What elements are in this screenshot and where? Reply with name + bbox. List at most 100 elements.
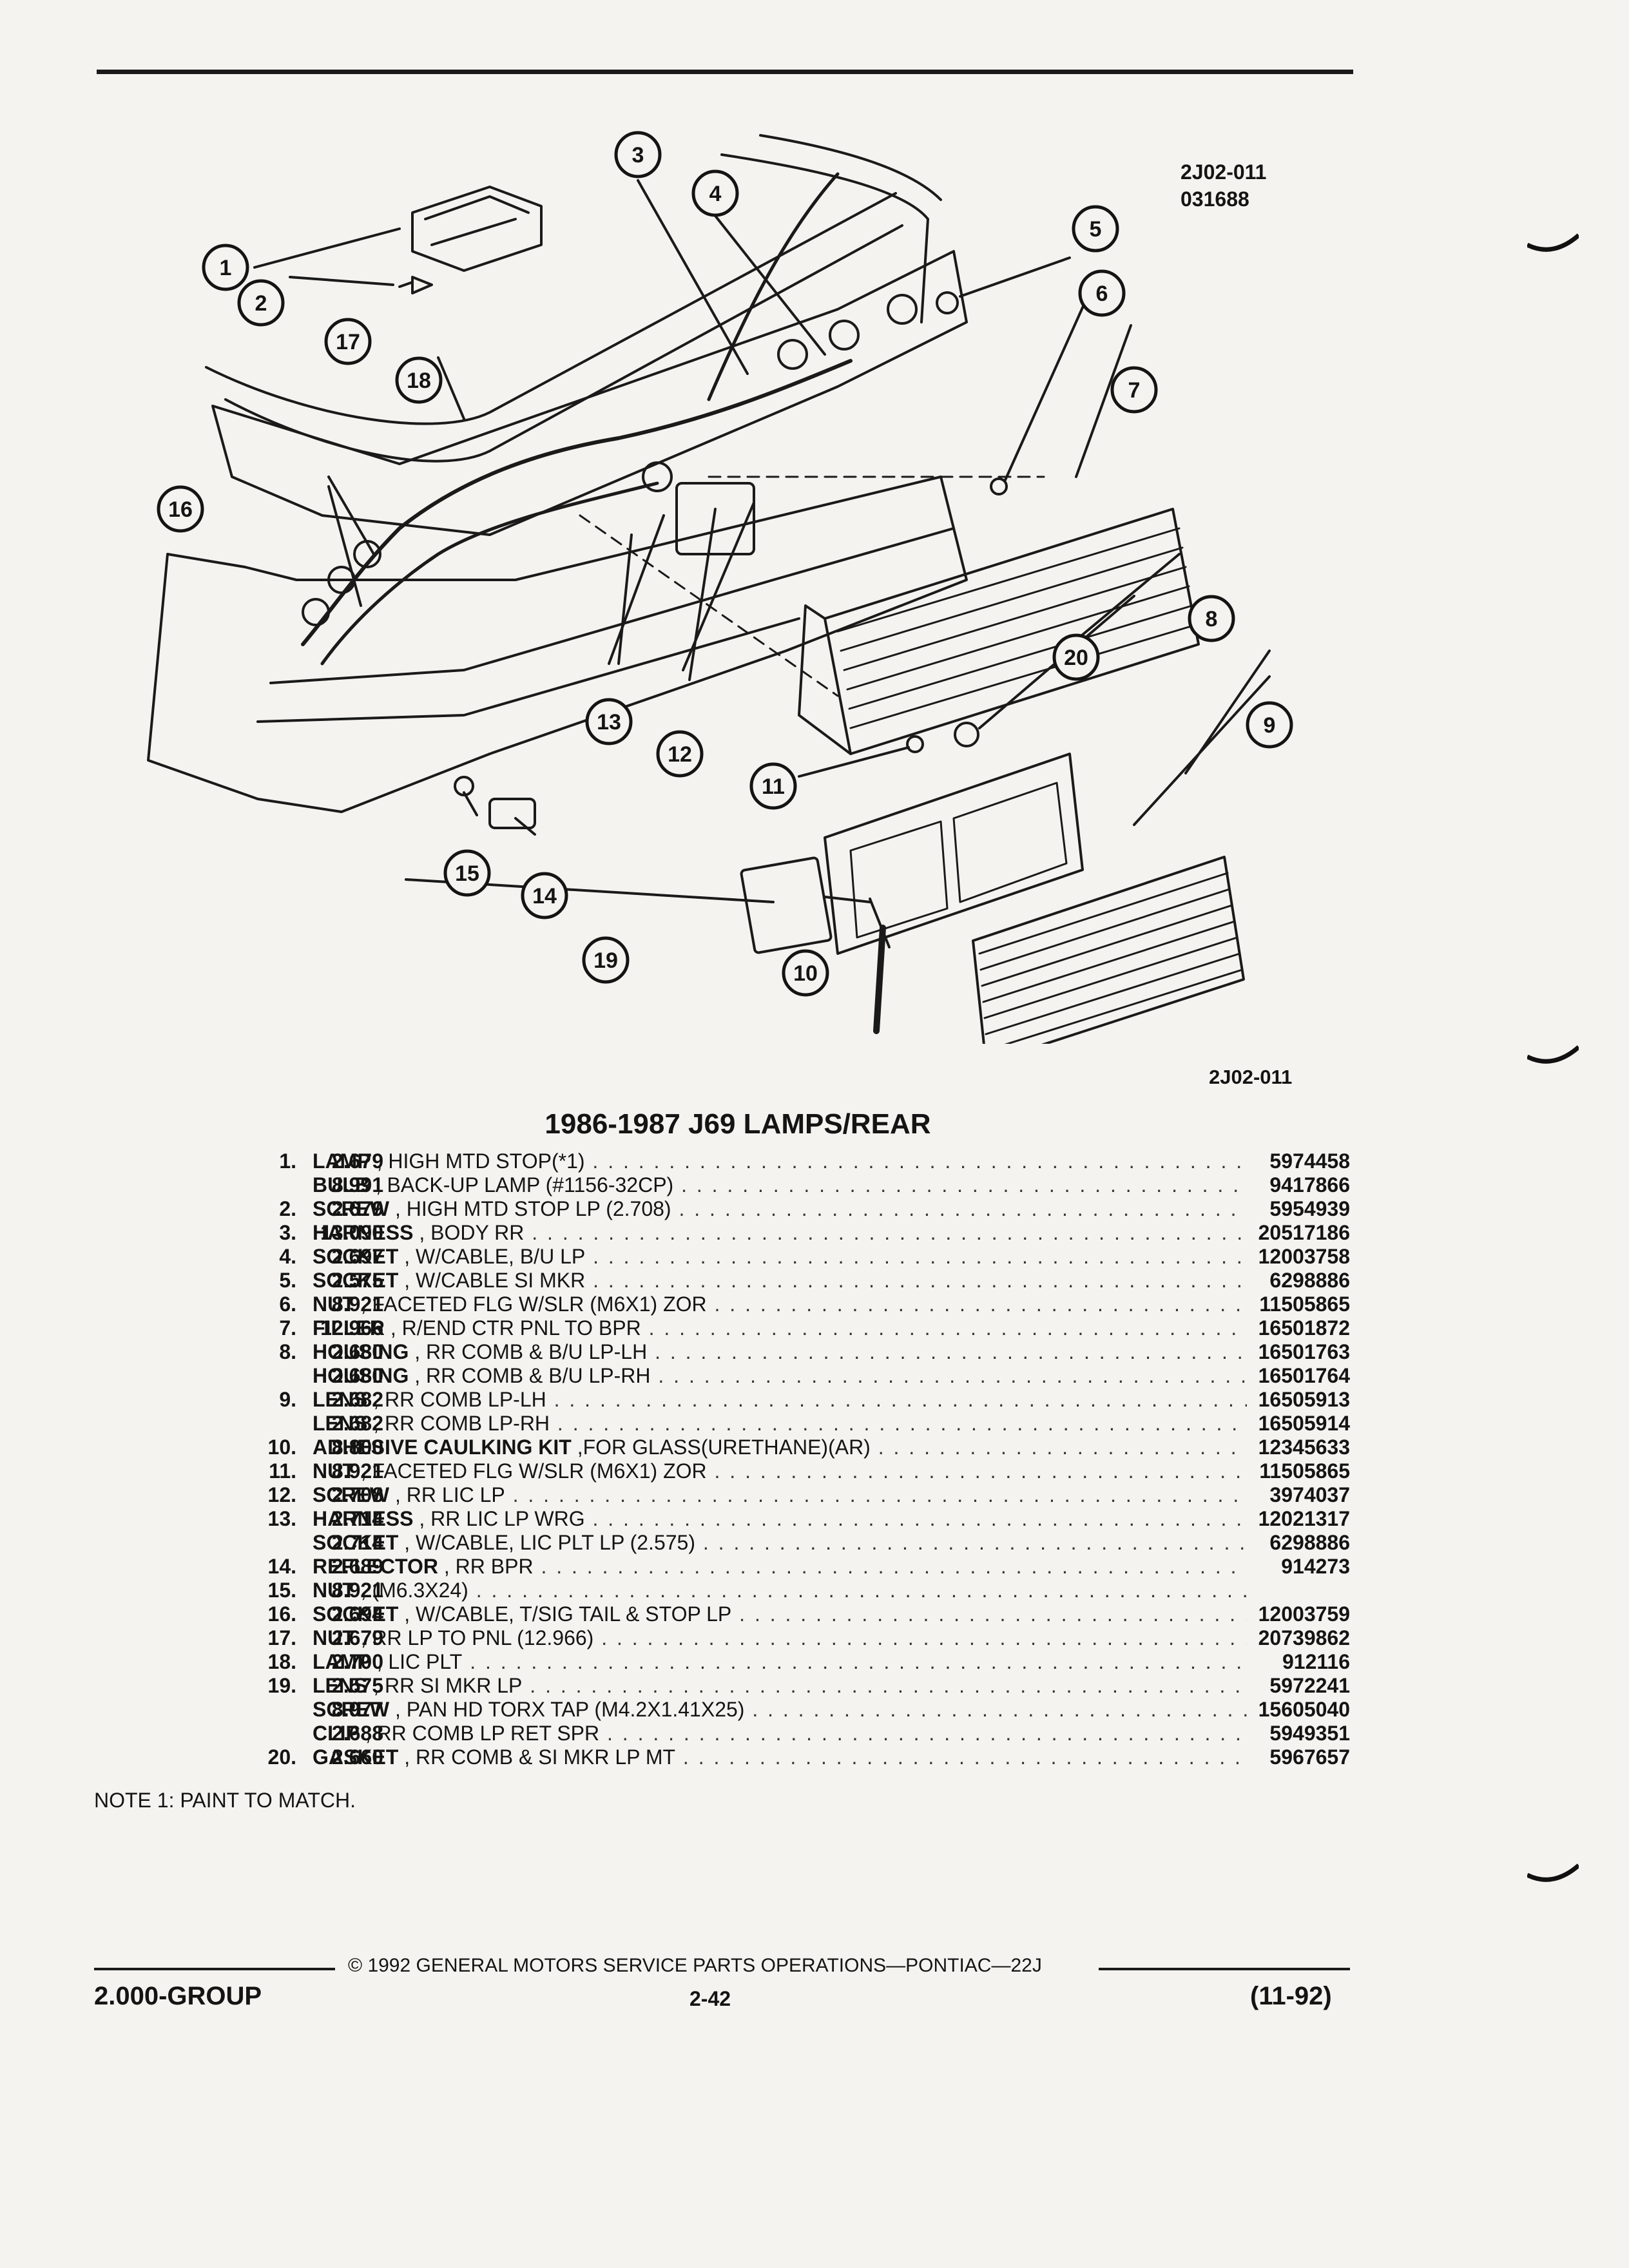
part-name: LENS <box>313 1412 368 1435</box>
part-detail: , PAN HD TORX TAP (M4.2X1.41X25) <box>395 1698 745 1721</box>
leader-dots: . . . . . . . . . . . . . . . . . . . . … <box>648 1316 1247 1340</box>
leader-dots: . . . . . . . . . . . . . . . . . . . . … <box>530 1674 1247 1697</box>
wiring-harness <box>301 359 853 646</box>
part-detail: , HIGH MTD STOP(*1) <box>376 1149 585 1173</box>
group-number: 2.575 <box>331 1269 383 1292</box>
item-index: 2. <box>279 1197 296 1220</box>
part-number: 6298886 <box>1263 1269 1350 1293</box>
part-description: NUT , FACETED FLG W/SLR (M6X1) ZOR . . .… <box>313 1293 1247 1316</box>
callout-17: 17 <box>324 318 372 365</box>
part-description: HOUSING , RR COMB & B/U LP-RH . . . . . … <box>313 1364 1247 1388</box>
part-name: LENS <box>313 1388 368 1411</box>
leader-dots: . . . . . . . . . . . . . . . . . . . . … <box>593 1269 1247 1292</box>
part-number: 12021317 <box>1251 1507 1350 1531</box>
part-detail: , RR LP TO PNL (12.966) <box>360 1626 594 1649</box>
item-index: 19. <box>267 1674 296 1697</box>
part-description: NUT , FACETED FLG W/SLR (M6X1) ZOR . . .… <box>313 1459 1247 1483</box>
part-detail: , W/CABLE, T/SIG TAIL & STOP LP <box>404 1602 732 1626</box>
svg-text:17: 17 <box>336 330 360 354</box>
page-title: 1986-1987 J69 LAMPS/REAR <box>545 1108 931 1140</box>
item-index: 1. <box>279 1149 296 1173</box>
part-number: 9417866 <box>1263 1173 1350 1197</box>
part-number: 5949351 <box>1263 1722 1350 1745</box>
leader-dots: . . . . . . . . . . . . . . . . . . . . … <box>592 1507 1247 1530</box>
part-name: SOCKET <box>313 1602 399 1626</box>
diagram-code: 2J02-011 <box>1209 1066 1293 1088</box>
group-number: 2.679 <box>331 1197 383 1220</box>
svg-text:3: 3 <box>632 143 644 168</box>
part-description: REFLECTOR , RR BPR . . . . . . . . . . .… <box>313 1555 1247 1579</box>
part-detail: , RR SI MKR LP <box>373 1674 523 1697</box>
part-description: LENS , RR COMB LP-RH . . . . . . . . . .… <box>313 1412 1247 1436</box>
date-code: 031688 <box>1181 187 1249 211</box>
leader-dots: . . . . . . . . . . . . . . . . . . . . … <box>682 1745 1247 1769</box>
item-index: 4. <box>279 1245 296 1268</box>
part-number: 15605040 <box>1251 1698 1350 1722</box>
page-number: 2-42 <box>689 1987 731 2010</box>
leader-dots: . . . . . . . . . . . . . . . . . . . . … <box>592 1149 1247 1173</box>
leader-dots: . . . . . . . . . . . . . . . . . . . . … <box>554 1388 1247 1411</box>
svg-text:5: 5 <box>1090 217 1102 242</box>
part-description: LENS , RR SI MKR LP . . . . . . . . . . … <box>313 1674 1247 1698</box>
part-name: BULB <box>313 1173 370 1196</box>
svg-text:1: 1 <box>220 256 232 280</box>
group-number: 2.682 <box>331 1388 383 1411</box>
high-mount-stop-lamp <box>411 186 543 272</box>
item-index: 6. <box>279 1293 296 1316</box>
leader-dots: . . . . . . . . . . . . . . . . . . . . … <box>739 1602 1247 1626</box>
group-number: 2.680 <box>331 1340 383 1363</box>
part-name: HARNESS <box>313 1507 414 1530</box>
leader-dots: . . . . . . . . . . . . . . . . . . . . … <box>601 1626 1247 1649</box>
callout-6: 6 <box>1078 269 1126 317</box>
callout-4: 4 <box>691 169 739 217</box>
part-name: REFLECTOR <box>313 1555 438 1578</box>
callout-5: 5 <box>1072 205 1119 253</box>
bumper-reflector <box>488 798 536 829</box>
part-detail: , RR COMB & SI MKR LP MT <box>404 1745 676 1769</box>
part-description: HOUSING , RR COMB & B/U LP-LH . . . . . … <box>313 1340 1247 1364</box>
leader-dots: . . . . . . . . . . . . . . . . . . . . … <box>476 1579 1247 1602</box>
leader-dots: . . . . . . . . . . . . . . . . . . . . … <box>714 1459 1248 1483</box>
svg-text:19: 19 <box>593 948 618 973</box>
part-description: SOCKET , W/CABLE, T/SIG TAIL & STOP LP .… <box>313 1602 1247 1626</box>
part-detail: , FACETED FLG W/SLR (M6X1) ZOR <box>360 1293 707 1316</box>
part-description: FILLER , R/END CTR PNL TO BPR . . . . . … <box>313 1316 1247 1340</box>
group-number: 8.921 <box>331 1579 383 1602</box>
group-number: 2.679 <box>331 1149 383 1173</box>
end-panel-filler <box>824 508 1200 755</box>
part-description: HARNESS , RR LIC LP WRG . . . . . . . . … <box>313 1507 1247 1531</box>
leader-dots: . . . . . . . . . . . . . . . . . . . . … <box>541 1555 1247 1578</box>
leader-dots: . . . . . . . . . . . . . . . . . . . . … <box>470 1650 1247 1673</box>
callout-16: 16 <box>157 485 204 533</box>
callout-19: 19 <box>582 936 630 984</box>
part-name: SOCKET <box>313 1531 399 1554</box>
leader-dots: . . . . . . . . . . . . . . . . . . . . … <box>878 1436 1247 1459</box>
part-name: HARNESS <box>313 1221 414 1244</box>
footnote: NOTE 1: PAINT TO MATCH. <box>94 1789 356 1812</box>
part-detail: , LIC PLT <box>376 1650 463 1673</box>
svg-text:9: 9 <box>1264 713 1276 738</box>
svg-text:8: 8 <box>1206 607 1218 631</box>
callout-18: 18 <box>395 356 443 404</box>
leader-dots: . . . . . . . . . . . . . . . . . . . . … <box>681 1173 1247 1196</box>
caulking-strip <box>873 925 886 1034</box>
part-number: 11505865 <box>1253 1293 1350 1316</box>
tail-lamp-lens <box>972 856 1245 1044</box>
leader-dots: . . . . . . . . . . . . . . . . . . . . … <box>752 1698 1247 1721</box>
item-index: 16. <box>267 1602 296 1626</box>
part-description: LAMP , HIGH MTD STOP(*1) . . . . . . . .… <box>313 1149 1247 1173</box>
group-number: 2.714 <box>331 1531 383 1554</box>
group-number: 2.697 <box>331 1245 383 1268</box>
group-number: 12.966 <box>320 1316 383 1340</box>
item-index: 10. <box>267 1436 296 1459</box>
part-description: SOCKET , W/CABLE, B/U LP . . . . . . . .… <box>313 1245 1247 1269</box>
drawing-code: 2J02-011 <box>1181 160 1267 184</box>
leader-dots: . . . . . . . . . . . . . . . . . . . . … <box>557 1412 1247 1435</box>
svg-text:4: 4 <box>709 182 722 206</box>
